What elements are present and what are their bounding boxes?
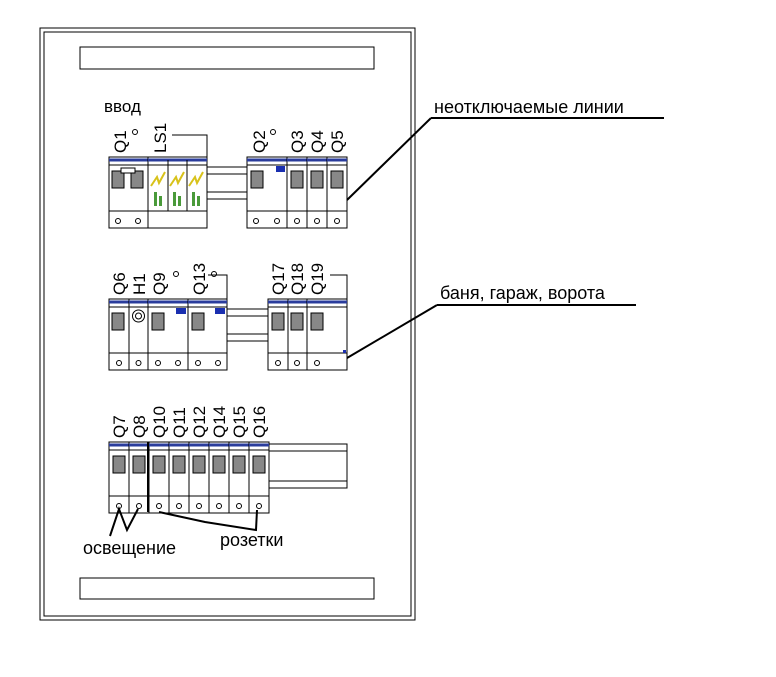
din-rail bbox=[206, 166, 248, 200]
row-1: Q1 LS1 Q2 Q3 Q4 Q5 ввод bbox=[104, 97, 348, 229]
device-q1 bbox=[108, 156, 149, 229]
indicator-lamp-icon bbox=[132, 309, 145, 323]
label-q10: Q10 bbox=[150, 406, 169, 438]
row-3: Q7 Q8 Q10 Q11 Q12 Q14 Q15 Q16 освещение … bbox=[83, 406, 348, 558]
device-q15 bbox=[228, 441, 250, 514]
device-q14 bbox=[208, 441, 230, 514]
label-q19: Q19 bbox=[308, 263, 327, 295]
label-q8: Q8 bbox=[130, 415, 149, 438]
label-sockets: розетки bbox=[220, 530, 283, 550]
label-q11: Q11 bbox=[170, 407, 189, 438]
device-q7 bbox=[108, 441, 130, 514]
din-rail bbox=[226, 308, 269, 342]
label-q16: Q16 bbox=[250, 406, 269, 438]
device-ls1 bbox=[147, 156, 208, 229]
label-ls1: LS1 bbox=[151, 123, 170, 153]
device-h1 bbox=[128, 298, 149, 371]
device-q10 bbox=[148, 441, 170, 514]
label-h1: H1 bbox=[130, 273, 149, 295]
row-2: Q6 H1 Q9 Q13 Q17 Q18 Q19 bbox=[108, 263, 348, 371]
label-q13: Q13 bbox=[190, 263, 209, 295]
label-q15: Q15 bbox=[230, 406, 249, 438]
device-q13 bbox=[187, 298, 228, 371]
enclosure-outer bbox=[39, 27, 416, 621]
label-q1: Q1 bbox=[111, 130, 130, 153]
label-q4: Q4 bbox=[308, 130, 327, 153]
label-q5: Q5 bbox=[328, 130, 347, 153]
device-q8 bbox=[128, 441, 150, 514]
device-q11 bbox=[168, 441, 190, 514]
device-q6 bbox=[108, 298, 130, 371]
device-q9 bbox=[147, 298, 189, 371]
device-q16 bbox=[248, 441, 270, 514]
label-q12: Q12 bbox=[190, 406, 209, 438]
label-non-switchable: неотключаемые линии bbox=[434, 97, 624, 117]
row-3-devices bbox=[108, 441, 270, 514]
device-q2 bbox=[246, 156, 288, 229]
device-q3 bbox=[286, 156, 308, 229]
label-q9: Q9 bbox=[150, 272, 169, 295]
lighting-leader bbox=[109, 506, 139, 537]
device-q12 bbox=[188, 441, 210, 514]
label-bath-garage-gate: баня, гараж, ворота bbox=[440, 283, 606, 303]
label-q14: Q14 bbox=[210, 406, 229, 438]
label-input: ввод bbox=[104, 97, 141, 116]
device-q4 bbox=[306, 156, 328, 229]
label-q3: Q3 bbox=[288, 130, 307, 153]
label-q2: Q2 bbox=[250, 130, 269, 153]
label-q17: Q17 bbox=[269, 263, 288, 295]
label-lighting: освещение bbox=[83, 538, 176, 558]
callout-bath-garage-gate: баня, гараж, ворота bbox=[346, 283, 636, 359]
top-label-strip bbox=[79, 46, 375, 70]
device-q18 bbox=[287, 298, 308, 371]
callout-non-switchable: неотключаемые линии bbox=[346, 97, 664, 201]
device-q17 bbox=[267, 298, 289, 371]
enclosure-inner bbox=[43, 31, 412, 617]
sockets-leader bbox=[158, 509, 258, 532]
device-q5 bbox=[326, 156, 348, 229]
bottom-label-strip bbox=[79, 577, 375, 600]
label-q6: Q6 bbox=[110, 272, 129, 295]
device-q19 bbox=[306, 298, 348, 371]
label-q7: Q7 bbox=[110, 415, 129, 438]
label-q18: Q18 bbox=[288, 263, 307, 295]
